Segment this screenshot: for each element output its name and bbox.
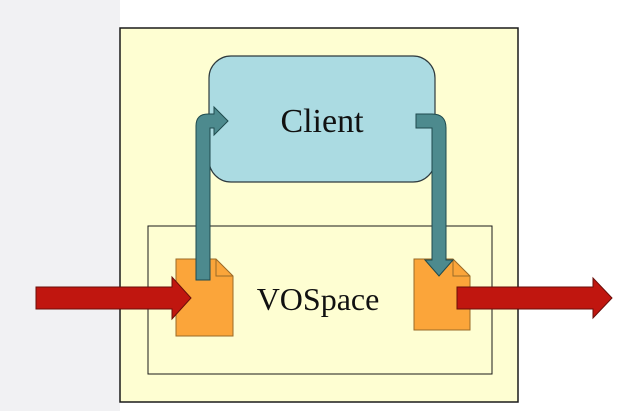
incoming-flow-arrow: [35, 275, 192, 321]
client-to-document-arrow: [415, 113, 455, 277]
right-document-fold: [452, 259, 470, 277]
client-label: Client: [280, 103, 364, 140]
vospace-label: VOSpace: [257, 281, 380, 317]
left-document-fold: [215, 259, 233, 277]
outgoing-flow-arrow: [456, 276, 613, 320]
document-to-client-arrow: [195, 105, 229, 281]
background-panel: [0, 0, 120, 411]
